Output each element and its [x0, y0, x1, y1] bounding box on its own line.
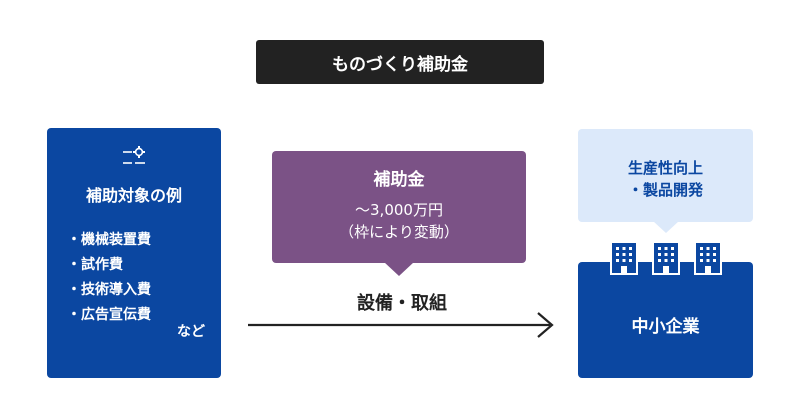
callout-pointer [384, 262, 414, 276]
list-item-label: 技術導入費 [81, 282, 151, 298]
bullet: ・ [67, 307, 81, 323]
flow-label: 設備・取組 [357, 293, 447, 314]
list-item: ・機械装置費 [67, 228, 151, 253]
subsidy-title: 補助金 [373, 170, 425, 190]
right-arrow-icon [248, 312, 554, 338]
list-item-label: 広告宣伝費 [81, 307, 151, 323]
settings-gears-icon [123, 146, 145, 164]
building-icon [652, 241, 680, 275]
bullet: ・ [67, 232, 81, 248]
eligible-expenses-list: ・機械装置費 ・試作費 ・技術導入費 ・広告宣伝費 [67, 228, 151, 328]
etc-label: など [177, 324, 205, 340]
eligible-expenses-panel: 補助対象の例 ・機械装置費 ・試作費 ・技術導入費 ・広告宣伝費 など [47, 128, 221, 378]
bullet: ・ [67, 257, 81, 273]
sme-label: 中小企業 [631, 317, 700, 337]
subsidy-note: （枠により変動） [339, 223, 459, 241]
list-item: ・試作費 [67, 253, 151, 278]
goal-pointer [653, 221, 679, 233]
subsidy-amount: 〜3,000万円 [355, 201, 443, 219]
goal-callout: 生産性向上 ・製品開発 [578, 129, 753, 222]
page-title: ものづくり補助金 [256, 40, 544, 84]
subsidy-callout: 補助金 〜3,000万円 （枠により変動） [272, 151, 526, 263]
goal-line-1: 生産性向上 [627, 159, 703, 177]
list-item-label: 機械装置費 [81, 232, 151, 248]
list-item-label: 試作費 [81, 257, 123, 273]
bullet: ・ [67, 282, 81, 298]
building-icon [610, 241, 638, 275]
goal-line-2: ・製品開発 [627, 181, 703, 199]
list-item: ・広告宣伝費 [67, 303, 151, 328]
sme-box: 中小企業 [578, 262, 753, 378]
eligible-expenses-heading: 補助対象の例 [85, 186, 182, 205]
list-item: ・技術導入費 [67, 278, 151, 303]
building-icon [694, 241, 722, 275]
